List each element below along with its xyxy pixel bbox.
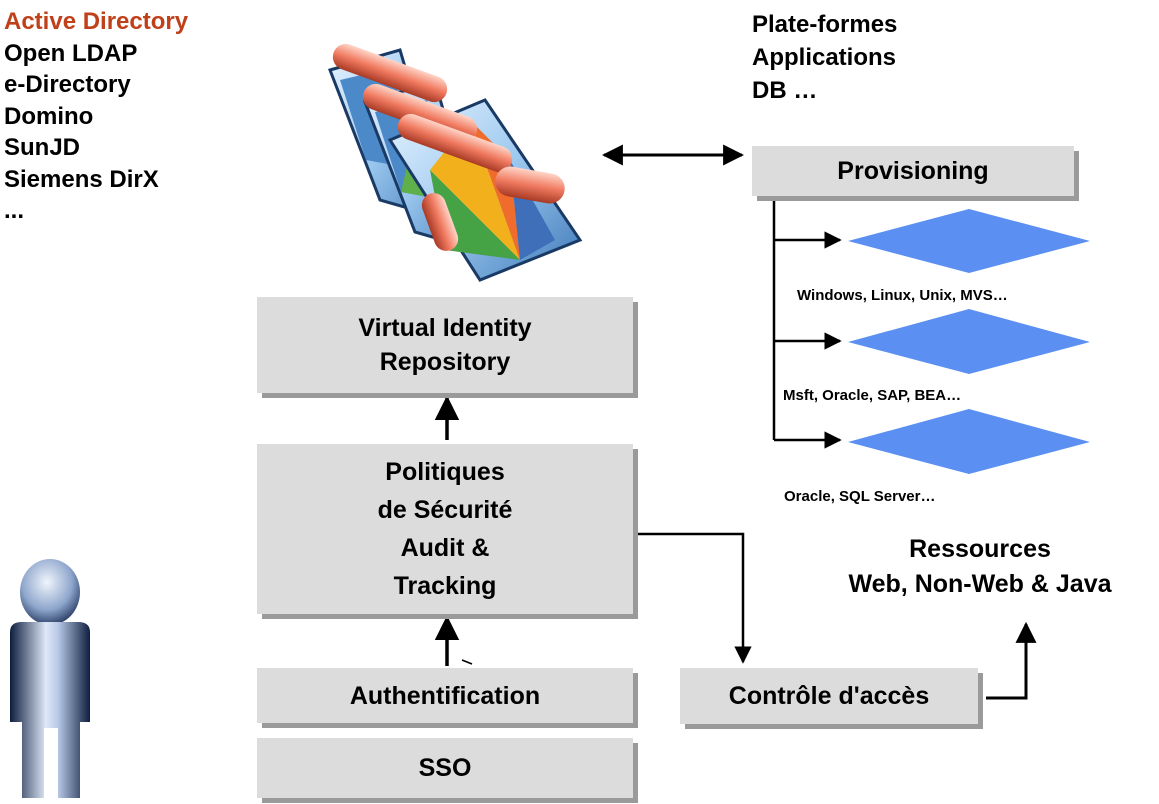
directory-item-domino: Domino xyxy=(4,102,94,130)
directory-item-active-directory: Active Directory xyxy=(4,8,189,35)
arrow-controle-to-ressources xyxy=(986,621,1037,700)
platforms-line-2: Applications xyxy=(752,44,897,71)
security-policies-box: Politiques de Sécurité Audit & Tracking xyxy=(257,444,633,614)
directory-item-open-ldap: Open LDAP xyxy=(4,39,138,67)
small-tick xyxy=(461,659,473,665)
virtual-identity-repository-box: Virtual Identity Repository xyxy=(257,297,633,393)
user-person-icon xyxy=(10,559,90,798)
authentication-box: Authentification xyxy=(257,668,633,723)
platforms-line-1: Plate-formes xyxy=(752,11,898,38)
directory-item-more: ... xyxy=(4,197,25,224)
platforms-label: Plate-formes Applications DB … xyxy=(752,8,897,107)
server-stack-icon xyxy=(328,43,583,282)
ressources-line-1: Ressources xyxy=(909,535,1051,563)
authentication-label: Authentification xyxy=(349,681,541,710)
provisioning-box: Provisioning xyxy=(752,146,1074,196)
access-control-label: Contrôle d'accès xyxy=(728,682,930,710)
politiques-line-1: Politiques xyxy=(385,458,505,486)
arrow-politiques-to-controle xyxy=(636,532,752,664)
resource-label-apps: Msft, Oracle, SAP, BEA… xyxy=(783,387,962,404)
virtual-identity-line-1: Virtual Identity xyxy=(358,314,532,342)
politiques-line-3: Audit & xyxy=(400,534,490,562)
platforms-line-3: DB … xyxy=(752,77,818,104)
virtual-identity-line-2: Repository xyxy=(379,348,511,376)
ressources-label: Ressources Web, Non-Web & Java xyxy=(800,532,1159,602)
resource-diamond-2 xyxy=(848,309,1090,374)
resource-label-db: Oracle, SQL Server… xyxy=(784,488,936,505)
resource-label-os: Windows, Linux, Unix, MVS… xyxy=(797,287,1008,304)
directory-item-siemens-dirx: Siemens DirX xyxy=(4,165,159,193)
directory-list: Active Directory Open LDAP e-Directory D… xyxy=(4,6,188,227)
sso-label: SSO xyxy=(418,754,472,782)
access-control-box: Contrôle d'accès xyxy=(680,668,978,724)
politiques-line-2: de Sécurité xyxy=(377,496,513,524)
directory-item-sunjd: SunJD xyxy=(4,134,81,161)
provisioning-label: Provisioning xyxy=(837,157,989,185)
politiques-line-4: Tracking xyxy=(393,572,497,600)
sso-box: SSO xyxy=(257,738,633,798)
resource-diamond-3 xyxy=(848,409,1090,474)
directory-item-e-directory: e-Directory xyxy=(4,71,131,98)
ressources-line-2: Web, Non-Web & Java xyxy=(848,570,1112,598)
resource-diamond-1 xyxy=(848,209,1090,273)
